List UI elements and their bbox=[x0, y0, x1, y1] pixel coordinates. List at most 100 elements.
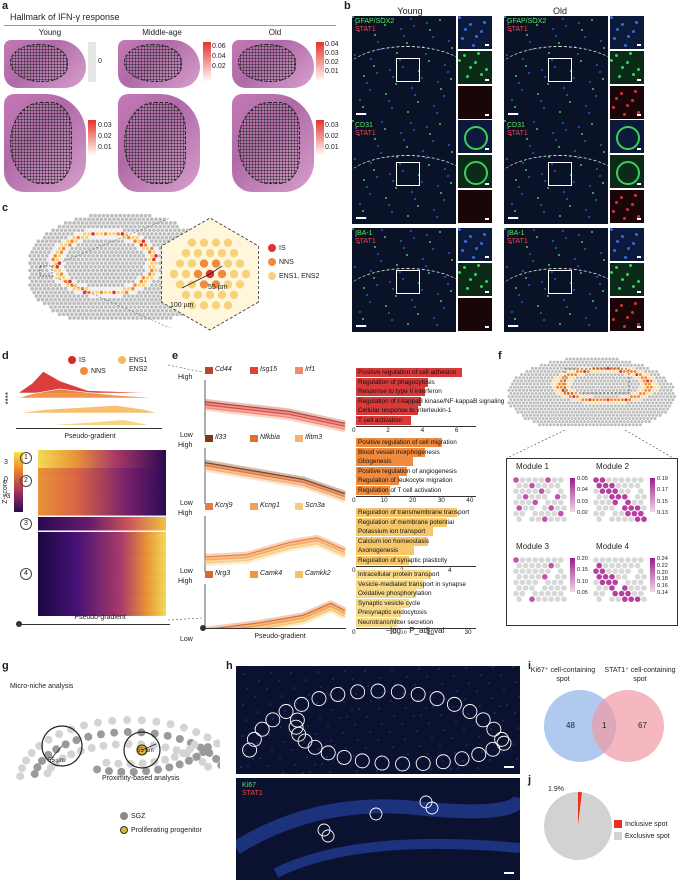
spot bbox=[103, 224, 108, 229]
spot bbox=[620, 398, 624, 402]
spot bbox=[655, 376, 659, 380]
module-spot bbox=[638, 477, 644, 483]
spot bbox=[608, 388, 612, 392]
spot bbox=[133, 283, 137, 287]
scale-bar bbox=[637, 256, 641, 258]
cell-signal bbox=[451, 151, 453, 153]
spot bbox=[173, 221, 177, 225]
colorbar-old-1 bbox=[316, 42, 324, 82]
spot bbox=[49, 232, 53, 236]
spot bbox=[154, 261, 158, 265]
spot bbox=[66, 283, 70, 287]
spot bbox=[55, 286, 60, 291]
cell-signal bbox=[354, 266, 356, 268]
spot bbox=[53, 232, 57, 236]
spot bbox=[602, 423, 606, 427]
cell-signal bbox=[384, 128, 386, 130]
spot bbox=[99, 283, 104, 287]
panel-g-diagram bbox=[16, 716, 220, 781]
spot bbox=[653, 379, 657, 383]
spot bbox=[595, 398, 599, 402]
module-spot bbox=[625, 568, 631, 574]
cell-signal bbox=[510, 30, 512, 32]
spot bbox=[97, 250, 102, 254]
significance-mark: **** bbox=[4, 392, 13, 405]
spot bbox=[145, 297, 150, 302]
scale-bar bbox=[504, 766, 514, 768]
spot bbox=[82, 268, 87, 273]
spot bbox=[150, 239, 154, 244]
module-spot bbox=[599, 499, 606, 506]
spot bbox=[97, 316, 102, 320]
module-spot bbox=[631, 499, 638, 506]
cell-signal bbox=[504, 228, 506, 230]
module-spot bbox=[516, 585, 522, 591]
spot bbox=[36, 297, 41, 302]
go-axis-tick: 10 bbox=[389, 629, 397, 636]
spot bbox=[651, 388, 655, 392]
spot bbox=[139, 272, 144, 276]
spot bbox=[651, 395, 655, 399]
cell-signal bbox=[403, 247, 405, 249]
module-spot bbox=[545, 579, 551, 586]
module-spot bbox=[599, 590, 606, 597]
module-spot bbox=[625, 488, 631, 494]
spot bbox=[147, 265, 152, 269]
cell-signal bbox=[436, 112, 438, 114]
micrograph-inset bbox=[610, 228, 644, 261]
module-spot bbox=[599, 579, 606, 586]
square-icon bbox=[614, 832, 622, 840]
marker-label-stat1: STAT1 bbox=[242, 790, 263, 797]
spot bbox=[583, 388, 587, 392]
module-spot bbox=[554, 562, 561, 569]
spot bbox=[593, 401, 597, 405]
cell-signal bbox=[482, 194, 485, 197]
spot bbox=[545, 366, 549, 370]
go-axis-tick: 0 bbox=[352, 567, 356, 574]
module-spot bbox=[516, 494, 522, 500]
spot bbox=[552, 385, 556, 389]
panel-e-trends bbox=[167, 364, 347, 628]
spot bbox=[82, 254, 87, 258]
gene-label: Isg15 bbox=[260, 366, 278, 373]
spot bbox=[114, 286, 118, 291]
spot bbox=[139, 301, 144, 306]
spot bbox=[63, 272, 68, 276]
spot bbox=[135, 221, 139, 225]
cell-signal bbox=[354, 158, 356, 160]
marker-label-red: STAT1 bbox=[355, 26, 376, 33]
legend-label: ENS1 bbox=[129, 356, 148, 364]
cell-signal bbox=[477, 264, 480, 267]
spot bbox=[595, 404, 599, 408]
spot bbox=[579, 382, 583, 386]
spot bbox=[530, 398, 534, 402]
module-spot bbox=[522, 585, 529, 591]
cell-signal bbox=[558, 42, 560, 44]
cell-signal bbox=[529, 41, 531, 43]
scale-bar bbox=[485, 114, 489, 116]
module-spot bbox=[526, 499, 532, 506]
spot bbox=[105, 316, 110, 320]
spot bbox=[628, 410, 632, 414]
spot bbox=[150, 305, 154, 309]
spot bbox=[108, 246, 112, 251]
spot bbox=[660, 398, 664, 402]
spot bbox=[556, 423, 560, 427]
module-spot bbox=[625, 579, 631, 586]
spot bbox=[539, 413, 543, 417]
go-bar bbox=[356, 617, 398, 627]
pie-slices bbox=[544, 792, 613, 860]
spot bbox=[521, 388, 525, 392]
spot bbox=[126, 294, 131, 298]
spot bbox=[74, 297, 78, 302]
cell-signal bbox=[532, 260, 534, 262]
spot bbox=[511, 395, 515, 399]
module-spot bbox=[634, 596, 641, 602]
cell-signal bbox=[477, 52, 480, 55]
module-spot bbox=[538, 477, 545, 483]
spot bbox=[141, 275, 146, 280]
spot bbox=[649, 379, 653, 383]
spot bbox=[568, 363, 572, 367]
cell-signal bbox=[432, 36, 434, 38]
spot bbox=[36, 239, 41, 244]
